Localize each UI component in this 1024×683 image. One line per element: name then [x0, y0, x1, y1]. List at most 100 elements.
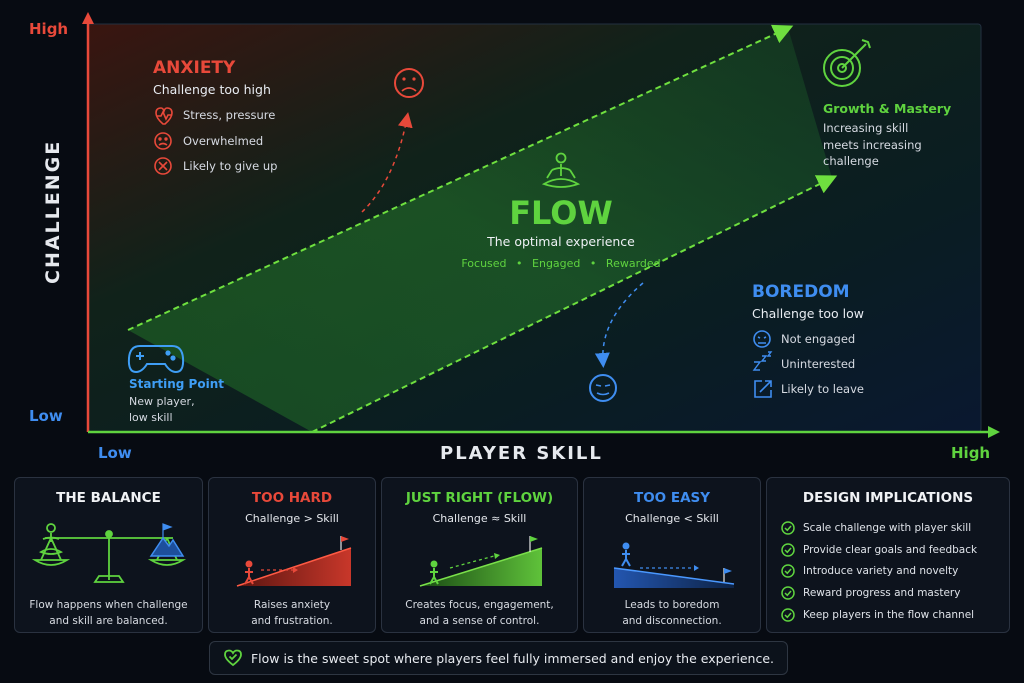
- implication-text: Reward progress and mastery: [803, 587, 961, 600]
- implication-text: Provide clear goals and feedback: [803, 543, 978, 556]
- card-too-hard-desc: Raises anxiety and frustration.: [215, 597, 369, 629]
- implication-text: Scale challenge with player skill: [803, 521, 972, 534]
- check-circle-icon: [781, 608, 795, 622]
- card-too-easy-title: TOO EASY: [633, 490, 711, 506]
- boredom-arrow: [594, 282, 644, 368]
- steep-slope-icon: [236, 536, 352, 587]
- start-desc-2: low skill: [129, 411, 173, 424]
- flow-lower-edge: [311, 175, 838, 433]
- check-circle-icon: [781, 542, 795, 557]
- card-just-right-desc-2: and a sense of control.: [419, 615, 540, 627]
- start-title: Starting Point: [129, 377, 224, 391]
- growth-desc-3: challenge: [823, 154, 879, 168]
- boredom-item-uninterested: Uninterested: [781, 357, 856, 371]
- card-balance-title: THE BALANCE: [56, 490, 161, 506]
- meditation-icon: [541, 152, 581, 188]
- growth-desc-2: meets increasing: [823, 138, 922, 152]
- implication-text: Introduce variety and novelty: [803, 565, 959, 578]
- flow-upper-edge: [127, 24, 794, 331]
- card-balance-desc-2: and skill are balanced.: [49, 615, 168, 627]
- start-desc-1: New player,: [129, 395, 195, 408]
- flow-tag-rewarded: Rewarded: [605, 257, 661, 270]
- flow-channel-band: [128, 28, 832, 432]
- card-too-easy-sub: Challenge < Skill: [625, 512, 719, 525]
- balanced-slope-icon: [419, 536, 543, 587]
- card-implications-title: DESIGN IMPLICATIONS: [802, 490, 974, 506]
- y-axis-low-label: Low: [29, 407, 63, 425]
- card-too-easy-desc-1: Leads to boredom: [624, 599, 720, 611]
- card-just-right-title: JUST RIGHT (FLOW): [405, 490, 554, 506]
- walker-icon: [429, 560, 439, 585]
- growth-title: Growth & Mastery: [823, 101, 952, 116]
- sleep-zzz-icon: [752, 351, 773, 371]
- flow-chart-graphic: [82, 12, 1000, 438]
- list-item: Provide clear goals and feedback: [781, 539, 977, 561]
- x-axis-title: PLAYER SKILL: [440, 443, 603, 464]
- footer-text: Flow is the sweet spot where players fee…: [250, 650, 775, 666]
- boredom-face-icon: [589, 374, 617, 402]
- card-too-easy-desc-2: and disconnection.: [622, 615, 722, 627]
- flow-diagram: High Low CHALLENGE Low High PLAYER SKILL…: [29, 12, 1000, 464]
- card-too-hard-desc-2: and frustration.: [251, 615, 333, 627]
- card-just-right-desc-1: Creates focus, engagement,: [405, 599, 554, 611]
- flow-tag-focused: Focused: [461, 257, 507, 270]
- growth-desc-1: Increasing skill: [823, 121, 909, 135]
- card-too-hard-sub: Challenge > Skill: [245, 512, 339, 525]
- card-too-hard: TOO HARD Challenge > Skill Raises anxiet…: [208, 477, 376, 633]
- anxiety-arrow: [361, 112, 413, 213]
- x-circle-icon: [154, 157, 172, 175]
- y-axis-high-label: High: [29, 20, 69, 38]
- balance-scale-icon: [31, 523, 187, 583]
- check-circle-icon: [781, 521, 795, 535]
- flow-title: FLOW: [509, 194, 613, 232]
- card-too-easy-desc: Leads to boredom and disconnection.: [590, 597, 754, 629]
- flow-tags: Focused • Engaged • Rewarded: [461, 257, 661, 270]
- card-too-easy: TOO EASY Challenge < Skill Leads to bore…: [583, 477, 761, 633]
- meh-face-icon: [753, 330, 771, 348]
- card-balance: THE BALANCE Flow happens when challenge …: [14, 477, 203, 633]
- flow-subtitle: The optimal experience: [487, 234, 635, 249]
- flow-tag-engaged: Engaged: [532, 257, 581, 270]
- implication-text: Keep players in the flow channel: [803, 609, 975, 622]
- list-item: Reward progress and mastery: [781, 582, 977, 604]
- x-axis-high-label: High: [951, 444, 991, 462]
- anxiety-item-overwhelmed: Overwhelmed: [183, 134, 264, 148]
- boredom-subtitle: Challenge too low: [752, 306, 864, 321]
- boredom-item-not-engaged: Not engaged: [781, 332, 856, 346]
- list-item: Introduce variety and novelty: [781, 561, 977, 583]
- boredom-title: BOREDOM: [752, 282, 850, 302]
- list-item: Scale challenge with player skill: [781, 517, 977, 539]
- implications-list: Scale challenge with player skill Provid…: [781, 517, 977, 626]
- x-axis-arrow: [988, 426, 1000, 438]
- card-just-right: JUST RIGHT (FLOW) Challenge ≈ Skill Crea…: [381, 477, 578, 633]
- card-balance-desc: Flow happens when challenge and skill ar…: [21, 597, 196, 629]
- flat-slope-icon: [613, 542, 735, 588]
- heart-check-icon: [224, 649, 242, 667]
- check-circle-icon: [781, 564, 795, 579]
- target-icon: [823, 39, 871, 87]
- x-axis-low-label: Low: [98, 444, 132, 462]
- footer-banner: Flow is the sweet spot where players fee…: [209, 641, 788, 675]
- card-design-implications: DESIGN IMPLICATIONS Scale challenge with…: [766, 477, 1010, 633]
- walker-icon: [244, 560, 254, 585]
- check-circle-icon: [781, 586, 795, 601]
- anxiety-item-stress: Stress, pressure: [183, 108, 276, 122]
- walker-icon: [621, 542, 631, 567]
- card-too-hard-desc-1: Raises anxiety: [253, 599, 331, 611]
- heart-pulse-icon: [155, 107, 173, 125]
- sad-face-icon: [154, 132, 172, 150]
- anxiety-title: ANXIETY: [153, 58, 236, 78]
- card-too-hard-title: TOO HARD: [251, 490, 333, 506]
- list-item: Keep players in the flow channel: [781, 604, 977, 626]
- card-just-right-sub: Challenge ≈ Skill: [432, 512, 527, 525]
- card-balance-desc-1: Flow happens when challenge: [29, 599, 188, 611]
- anxiety-subtitle: Challenge too high: [153, 82, 271, 97]
- y-axis-arrow: [82, 12, 94, 24]
- y-axis-title: CHALLENGE: [42, 139, 64, 284]
- anxiety-face-icon: [394, 68, 424, 98]
- anxiety-item-give-up: Likely to give up: [183, 159, 278, 173]
- boredom-item-leave: Likely to leave: [781, 382, 864, 396]
- gamepad-icon: [127, 345, 185, 374]
- card-just-right-desc: Creates focus, engagement, and a sense o…: [388, 597, 571, 629]
- exit-arrow-icon: [754, 380, 772, 398]
